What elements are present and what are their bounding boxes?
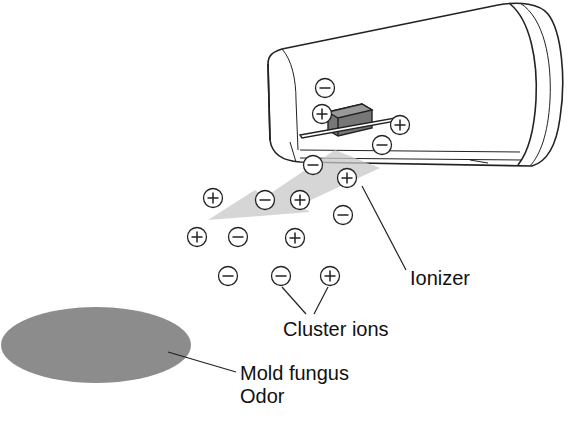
negative-ion <box>256 191 275 210</box>
leader-lines <box>168 186 406 372</box>
part-label: Ionizer <box>410 267 530 290</box>
positive-ion <box>313 105 332 124</box>
air-conditioner <box>268 3 563 166</box>
positive-ion <box>391 116 410 135</box>
leader-line <box>168 352 236 372</box>
positive-ion <box>286 229 305 248</box>
negative-ion <box>272 267 291 286</box>
leader-line <box>314 287 328 314</box>
negative-ion <box>373 136 392 155</box>
leader-line <box>362 186 406 270</box>
ion-group <box>188 79 410 286</box>
negative-ion <box>334 206 353 225</box>
positive-ion <box>321 267 340 286</box>
negative-ion <box>304 156 323 175</box>
mold-area <box>1 307 191 383</box>
air-flow-arrow <box>208 150 380 220</box>
part-label: Mold fungus Odor <box>240 362 365 408</box>
leader-line <box>282 287 306 314</box>
negative-ion <box>316 79 335 98</box>
positive-ion <box>338 169 357 188</box>
negative-ion <box>219 267 238 286</box>
negative-ion <box>229 228 248 247</box>
positive-ion <box>188 228 207 247</box>
part-label: Cluster ions <box>283 318 433 341</box>
ionizer-part <box>300 104 396 138</box>
positive-ion <box>204 189 223 208</box>
positive-ion <box>291 191 310 210</box>
